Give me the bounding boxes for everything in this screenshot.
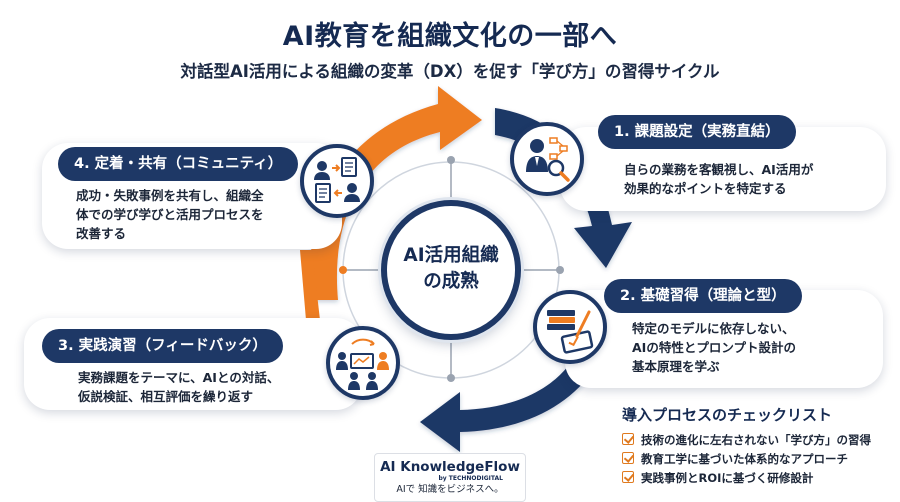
step-desc-3-line-1: 実務課題をテーマに、AIとの対話、 [78, 370, 280, 385]
step-desc-2-line-3: 基本原理を学ぶ [632, 359, 720, 374]
checklist-item-text: 教育工学に基づいた体系的なアプローチ [641, 452, 848, 466]
step-desc-4-line-3: 改善する [76, 226, 127, 241]
checklist-title: 導入プロセスのチェックリスト [622, 406, 833, 424]
checklist-item: 技術の進化に左右されない「学び方」の習得 [622, 431, 892, 449]
node-left [339, 266, 347, 274]
step-desc-2-line-1: 特定のモデルに依存しない、 [632, 321, 795, 336]
step-desc-1-line-2: 効果的なポイントを特定する [624, 181, 787, 196]
page-title: AI教育を組織文化の一部へ [282, 21, 618, 52]
arc-navy-bottom [420, 300, 616, 452]
node-bottom [447, 374, 455, 382]
logo-brand: AI KnowledgeFlow [380, 459, 520, 475]
checklist-item-text: 技術の進化に左右されない「学び方」の習得 [641, 433, 871, 447]
center-label-line-2: の成熟 [423, 271, 479, 292]
checklist: 導入プロセスのチェックリスト 技術の進化に左右されない「学び方」の習得 教育工学… [622, 404, 892, 488]
brand-logo: AI KnowledgeFlow by TECHNODIGITAL AIで 知識… [374, 453, 526, 502]
step-desc-4-line-1: 成功・失敗事例を共有し、組織全 [76, 188, 264, 203]
step-title-4: 4. 定着・共有（コミュニティ） [58, 147, 299, 181]
page-subtitle: 対話型AI活用による組織の変革（DX）を促す「学び方」の習得サイクル [180, 62, 720, 81]
document-share-icon [300, 144, 374, 218]
step-title-3: 3. 実践演習（フィードバック） [42, 329, 283, 363]
logo-tagline: AIで 知識をビジネスへ。 [396, 484, 504, 495]
step-desc-3-line-2: 仮説検証、相互評価を繰り返す [78, 389, 254, 404]
checkbox-checked-icon [622, 452, 634, 464]
step-desc-4: 成功・失敗事例を共有し、組織全 体での学び学びと活用プロセスを 改善する [76, 186, 264, 243]
step-desc-3: 実務課題をテーマに、AIとの対話、 仮説検証、相互評価を繰り返す [78, 368, 279, 406]
node-top [447, 156, 455, 164]
center-label-line-1: AI活用組織 [403, 245, 499, 266]
analyst-search-icon [510, 122, 584, 196]
step-title-2: 2. 基礎習得（理論と型） [604, 279, 802, 313]
step-desc-2: 特定のモデルに依存しない、 AIの特性とプロンプト設計の 基本原理を学ぶ [632, 319, 796, 376]
checklist-item-text: 実践事例とROIに基づく研修設計 [641, 471, 814, 485]
step-desc-2-line-2: AIの特性とプロンプト設計の [632, 340, 796, 355]
node-right [556, 266, 564, 274]
center-hub: AI活用組織 の成熟 [381, 200, 521, 340]
arc-navy-top-right [495, 108, 632, 268]
checkbox-checked-icon [622, 433, 634, 445]
books-tablet-icon [533, 290, 607, 364]
checkbox-checked-icon [622, 471, 634, 483]
checklist-item: 実践事例とROIに基づく研修設計 [622, 469, 892, 487]
step-desc-1-line-1: 自らの業務を客観視し、AI活用が [624, 162, 814, 177]
team-workshop-icon [326, 326, 400, 400]
step-desc-4-line-2: 体での学び学びと活用プロセスを [76, 207, 264, 222]
checklist-item: 教育工学に基づいた体系的なアプローチ [622, 450, 892, 468]
arc-orange-lower [300, 250, 320, 320]
step-title-1: 1. 課題設定（実務直結） [598, 115, 796, 149]
logo-by: by TECHNODIGITAL [438, 475, 504, 482]
step-desc-1: 自らの業務を客観視し、AI活用が 効果的なポイントを特定する [624, 160, 813, 198]
